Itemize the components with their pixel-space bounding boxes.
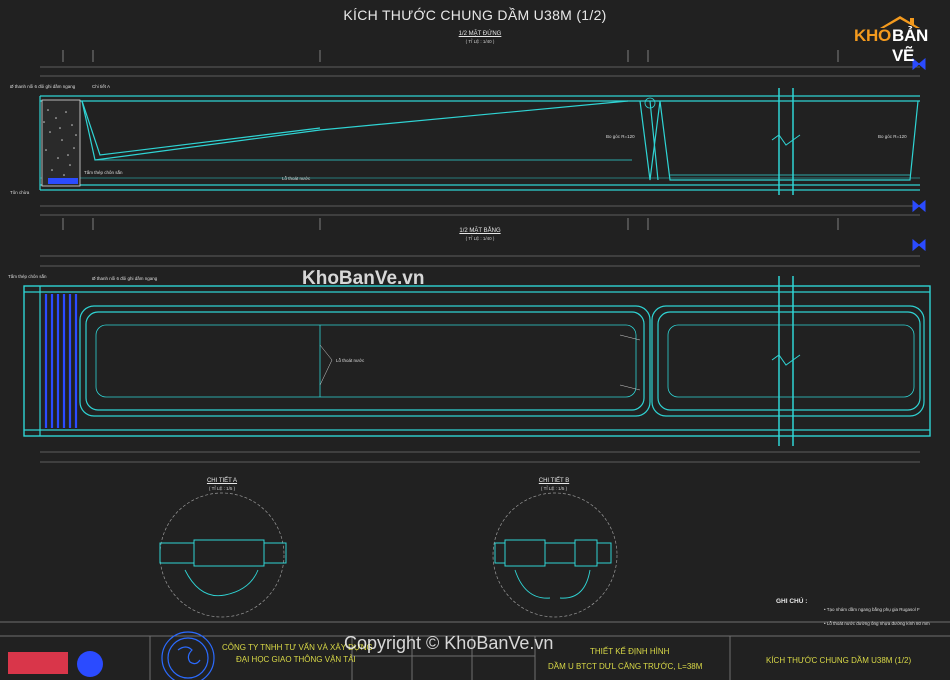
annotation-anchor-bar: Ø thanh nối 6 đôi ghi dầm ngang [10,84,76,89]
plan-anchor-bars [44,294,78,428]
notes-title: GHI CHÚ : [776,598,808,605]
annotation-fillet-left: Bo góc R=120 [606,134,635,139]
watermark-center: KhoBanVe.vn [302,268,425,289]
project-line2: DẦM U BTCT DƯL CĂNG TRƯỚC, L=38M [548,662,703,671]
logo-text-banve: BẢN VẼ [892,26,928,65]
detail-b [492,492,618,618]
end-marker-icons [912,57,926,252]
company-name-line1: CÔNG TY TNHH TƯ VẤN VÀ XÂY DỰNG [222,643,373,652]
annotation-embedded-plate: Tấm thép chôn sẵn [84,170,123,175]
plan-view-title: 1/2 MẶT BẰNG [459,228,501,234]
plan-leaders [319,334,641,391]
elevation-view-title: 1/2 MẶT ĐỨNG [458,31,502,37]
note-1: • Tạo nhám dầm ngang bằng phụ gia Rugaso… [824,607,920,612]
detail-a [159,492,287,618]
detail-a-title: CHI TIẾT A [206,478,238,484]
drawing-title: KÍCH THƯỚC CHUNG DẦM U38M (1/2) [343,7,607,23]
annotation-drain-hole: Lỗ thoát nước [282,176,311,181]
detail-a-scale: ( TỈ LỆ : 1/5 ) [208,486,236,491]
title-block-frame [0,621,950,680]
annotation-ton-chua: Tôn chừa [10,190,30,195]
elevation-view [39,50,920,230]
annotation-fillet-right: Bo góc R=120 [878,134,907,139]
project-line1: THIẾT KẾ ĐỊNH HÌNH [590,647,670,656]
detail-b-title: CHI TIẾT B [538,478,570,484]
sheet-title: KÍCH THƯỚC CHUNG DẦM U38M (1/2) [766,656,912,665]
title-block-logo [8,631,215,680]
annotation-anchor-bar-plan: Ø thanh nối 6 đôi ghi dầm ngang [92,276,158,281]
plan-view-scale: ( TỈ LỆ : 1/40 ) [465,236,495,241]
watermark-copyright: Copyright © KhoBanVe.vn [344,633,554,653]
annotation-drain-hole-plan: Lỗ thoát nước [336,358,365,363]
end-diaphragm-elevation [41,99,81,187]
company-name-line2: ĐẠI HỌC GIAO THÔNG VẬN TẢI [236,655,356,664]
note-2: • Lỗ thoát nước đường ống nhựa đường kín… [824,621,930,626]
elevation-view-scale: ( TỈ LỆ : 1/40 ) [465,39,495,44]
logo-text-kho: KHO [854,26,891,45]
annotation-detail-a: Chi tiết A [92,84,111,89]
house-roof-icon [880,16,920,28]
plan-view [23,255,931,463]
khobanve-logo: KHO BẢN VẼ [854,14,938,65]
annotation-embedded-plate-plan: Tấm thép chôn sẵn [8,274,47,279]
detail-b-scale: ( TỈ LỆ : 1/5 ) [540,486,568,491]
